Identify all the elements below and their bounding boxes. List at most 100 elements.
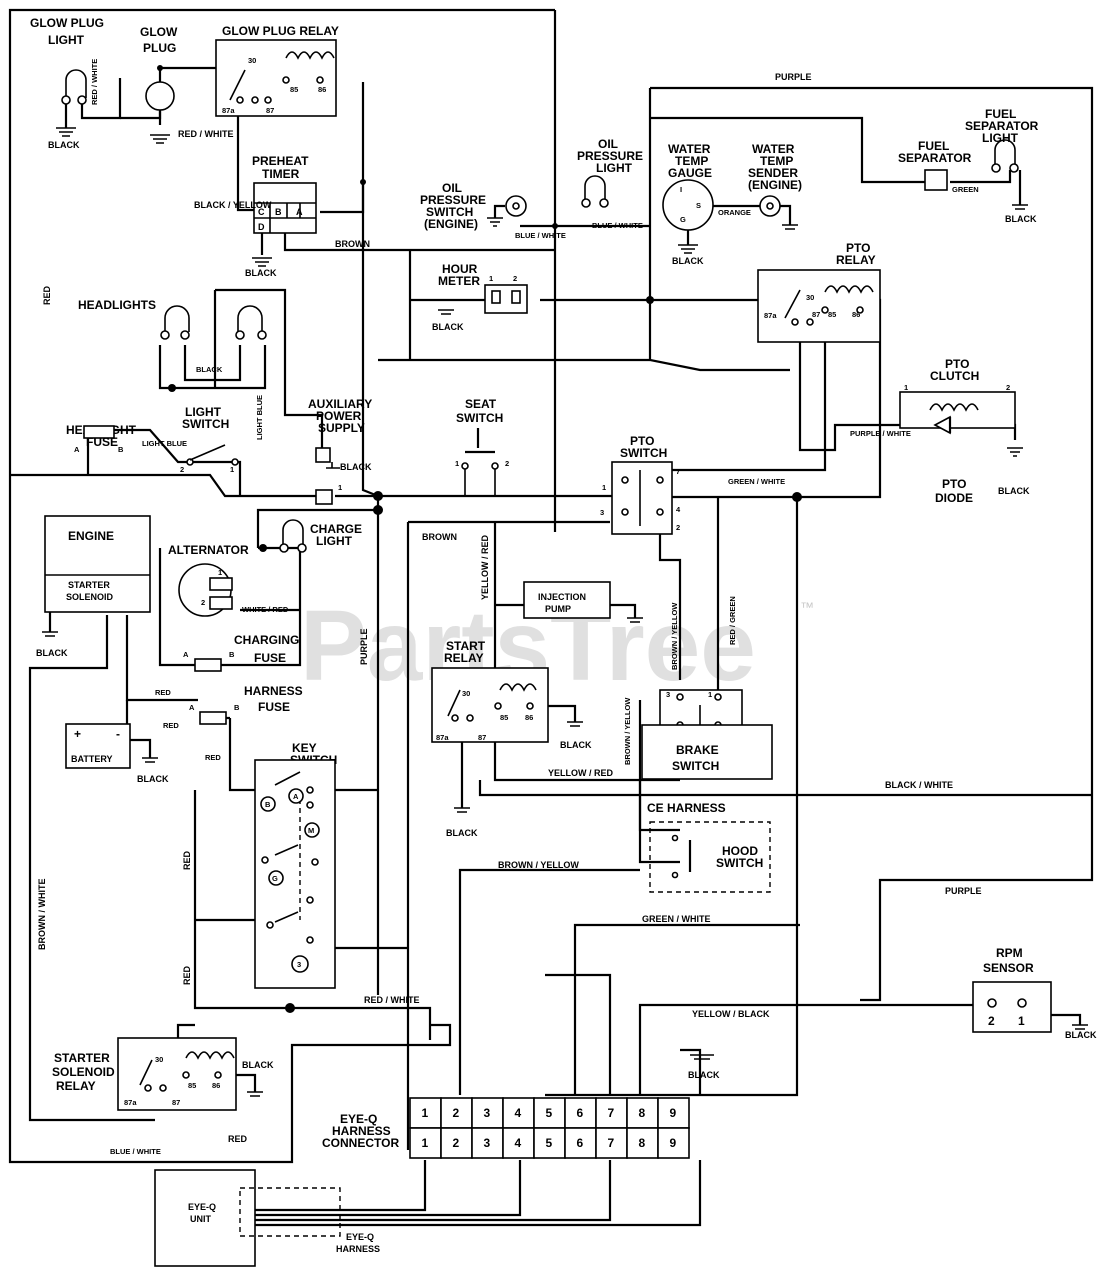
connector-pin-number: 7 xyxy=(608,1106,615,1120)
svg-text:BLACK: BLACK xyxy=(998,486,1030,496)
pto-switch: PTO SWITCH 1 7 3 4 2 GREEN / WHITE xyxy=(600,434,785,535)
svg-text:EYE-Q: EYE-Q xyxy=(188,1202,216,1212)
svg-text:ORANGE: ORANGE xyxy=(718,208,751,217)
svg-text:+: + xyxy=(74,727,81,741)
svg-text:RED: RED xyxy=(163,721,179,730)
svg-text:BATTERY: BATTERY xyxy=(71,754,113,764)
svg-text:STARTER: STARTER xyxy=(54,1051,110,1065)
svg-text:2: 2 xyxy=(988,1014,995,1028)
wire-label-purple-right: PURPLE xyxy=(945,886,982,896)
svg-text:RED / GREEN: RED / GREEN xyxy=(728,596,737,645)
svg-text:87: 87 xyxy=(812,310,820,319)
svg-text:GLOW: GLOW xyxy=(140,25,178,39)
connector-pin-cell xyxy=(626,1127,659,1159)
auxiliary-power-supply: AUXILIARY POWER SUPPLY BLACK 1 xyxy=(308,397,372,505)
junction-dots xyxy=(157,65,802,1013)
svg-text:BLACK: BLACK xyxy=(196,365,223,374)
svg-text:SEAT: SEAT xyxy=(465,397,497,411)
svg-text:HOUR: HOUR xyxy=(442,262,478,276)
wire-label-yellow-red-vertical: YELLOW / RED xyxy=(480,535,490,601)
svg-text:86: 86 xyxy=(525,713,533,722)
svg-text:3: 3 xyxy=(600,508,604,517)
connector-pin-number: 8 xyxy=(639,1106,646,1120)
glow-plug-relay: GLOW PLUG RELAY 30 87a 87 85 86 xyxy=(215,24,339,117)
svg-text:85: 85 xyxy=(290,85,298,94)
svg-text:87: 87 xyxy=(172,1098,180,1107)
svg-text:85: 85 xyxy=(188,1081,196,1090)
wire-label-black-white: BLACK / WHITE xyxy=(885,780,953,790)
svg-text:SEPARATOR: SEPARATOR xyxy=(898,151,972,165)
svg-text:BLACK: BLACK xyxy=(560,740,592,750)
svg-text:LIGHT: LIGHT xyxy=(316,534,353,548)
svg-text:G: G xyxy=(272,874,278,883)
svg-text:SENSOR: SENSOR xyxy=(983,961,1034,975)
ce-harness: CE HARNESS HOOD SWITCH xyxy=(647,801,771,893)
connector-pin-number: 4 xyxy=(515,1106,522,1120)
svg-text:RELAY: RELAY xyxy=(56,1079,96,1093)
connector-pin-number: 1 xyxy=(422,1106,429,1120)
wire-label-purple-center: PURPLE xyxy=(359,628,369,665)
svg-text:1: 1 xyxy=(1018,1014,1025,1028)
wire-label-red-left: RED xyxy=(42,285,52,305)
svg-text:BLACK: BLACK xyxy=(48,140,80,150)
svg-text:A: A xyxy=(183,650,189,659)
svg-text:HARNESS: HARNESS xyxy=(332,1124,391,1138)
wire-label-brown-white: BROWN / WHITE xyxy=(37,879,47,951)
charging-fuse: CHARGING FUSE A B RED xyxy=(155,633,299,697)
svg-text:CHARGING: CHARGING xyxy=(234,633,299,647)
svg-text:30: 30 xyxy=(248,56,256,65)
water-temp-sender: WATER TEMP SENDER (ENGINE) xyxy=(748,142,802,230)
svg-text:BLACK: BLACK xyxy=(1005,214,1037,224)
svg-text:BLACK: BLACK xyxy=(137,774,169,784)
svg-text:SWITCH: SWITCH xyxy=(716,856,763,870)
svg-text:WATER: WATER xyxy=(668,142,711,156)
svg-text:PURPLE / WHITE: PURPLE / WHITE xyxy=(850,429,911,438)
svg-text:TEMP: TEMP xyxy=(675,154,708,168)
wire-label-green-white: GREEN / WHITE xyxy=(642,914,711,924)
connector-pin-number: 2 xyxy=(453,1106,460,1120)
svg-text:RED / WHITE: RED / WHITE xyxy=(90,59,99,105)
svg-text:30: 30 xyxy=(462,689,470,698)
svg-text:DIODE: DIODE xyxy=(935,491,973,505)
svg-text:RED: RED xyxy=(205,753,221,762)
oil-pressure-light: OIL PRESSURE LIGHT BLUE / WHITE xyxy=(577,137,643,230)
svg-text:PREHEAT: PREHEAT xyxy=(252,154,309,168)
svg-text:2: 2 xyxy=(505,459,509,468)
svg-text:SWITCH: SWITCH xyxy=(456,411,503,425)
svg-text:PRESSURE: PRESSURE xyxy=(577,149,643,163)
svg-text:87: 87 xyxy=(266,106,274,115)
svg-text:HARNESS: HARNESS xyxy=(244,684,303,698)
wire-label-brown-center: BROWN xyxy=(422,532,457,542)
svg-text:FUEL: FUEL xyxy=(985,107,1016,121)
svg-text:SWITCH: SWITCH xyxy=(672,759,719,773)
svg-text:1: 1 xyxy=(338,483,342,492)
svg-text:CE HARNESS: CE HARNESS xyxy=(647,801,726,815)
svg-text:(ENGINE): (ENGINE) xyxy=(424,217,478,231)
svg-text:2: 2 xyxy=(1006,383,1010,392)
svg-text:LIGHT: LIGHT xyxy=(185,405,222,419)
svg-text:1: 1 xyxy=(489,274,493,283)
oil-pressure-switch: OIL PRESSURE SWITCH (ENGINE) BLUE / WHIT… xyxy=(420,181,566,240)
svg-text:LIGHT: LIGHT xyxy=(48,33,85,47)
svg-text:CONNECTOR: CONNECTOR xyxy=(322,1136,399,1150)
svg-text:PUMP: PUMP xyxy=(545,604,571,614)
svg-text:POWER: POWER xyxy=(316,409,362,423)
connector-pin-number: 1 xyxy=(422,1136,429,1150)
connector-pin-number: 4 xyxy=(515,1136,522,1150)
seat-switch: SEAT SWITCH 1 2 xyxy=(455,397,509,496)
svg-text:2: 2 xyxy=(201,598,205,607)
svg-text:A: A xyxy=(296,207,303,217)
svg-text:LIGHT: LIGHT xyxy=(596,161,633,175)
svg-text:BLACK: BLACK xyxy=(242,1060,274,1070)
svg-text:1: 1 xyxy=(455,459,459,468)
svg-text:BROWN / YELLOW: BROWN / YELLOW xyxy=(670,602,679,670)
connector-pin-number: 5 xyxy=(546,1136,553,1150)
svg-text:PTO: PTO xyxy=(630,434,654,448)
headlights: HEADLIGHTS BLACK xyxy=(78,298,267,374)
svg-text:87a: 87a xyxy=(436,733,449,742)
svg-text:GREEN: GREEN xyxy=(952,185,979,194)
svg-text:BROWN / YELLOW: BROWN / YELLOW xyxy=(623,697,632,765)
svg-text:30: 30 xyxy=(806,293,814,302)
connector-pin-number: 3 xyxy=(484,1106,491,1120)
